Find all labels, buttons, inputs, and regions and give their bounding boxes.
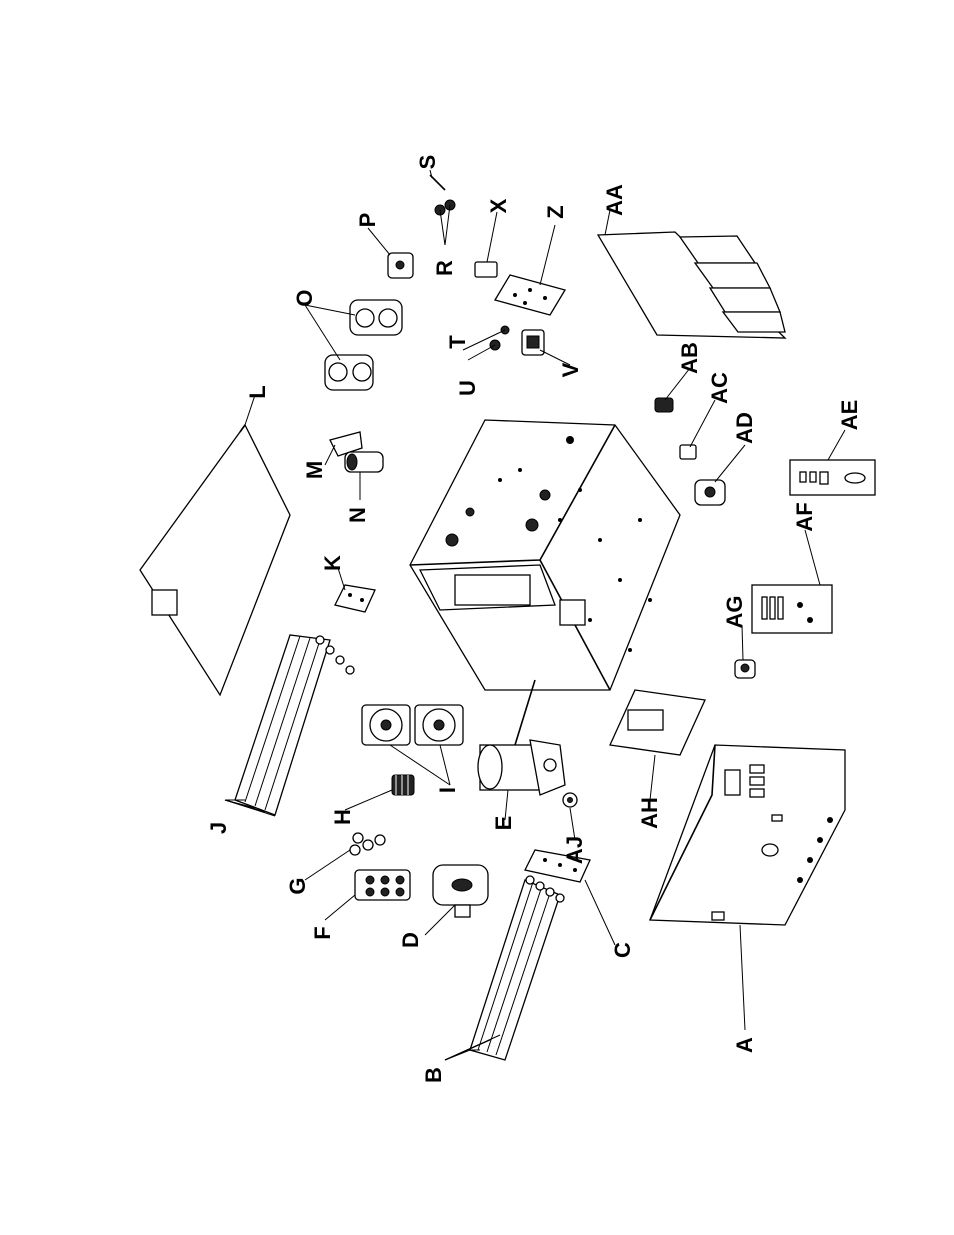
label-Z: Z (543, 205, 568, 218)
label-P: P (355, 213, 380, 228)
part-A-base-plate (650, 745, 845, 925)
label-K: K (320, 555, 345, 571)
label-A: A (732, 1037, 757, 1053)
label-G: G (285, 877, 310, 894)
part-AJ-fan-wheel (563, 793, 577, 807)
part-K-terminal-plate (335, 585, 375, 612)
label-AJ: AJ (562, 836, 587, 864)
label-L: L (245, 385, 270, 398)
label-AD: AD (732, 412, 757, 444)
part-G-fuses (350, 833, 385, 855)
part-D-bracket (433, 865, 488, 917)
label-F: F (310, 926, 335, 939)
label-AB: AB (677, 342, 702, 374)
part-J-heating-elements (235, 635, 354, 815)
label-T: T (445, 335, 470, 349)
part-AG-component (735, 660, 755, 678)
main-cabinet (410, 420, 680, 690)
part-L-top-panel (140, 425, 290, 695)
part-O-solenoid-valves (325, 300, 402, 390)
label-H: H (330, 809, 355, 825)
part-F-terminal-block (355, 870, 410, 900)
label-S: S (415, 155, 440, 170)
part-X-relay (475, 262, 497, 277)
label-AA: AA (602, 184, 627, 216)
label-AF: AF (792, 502, 817, 531)
label-C: C (610, 942, 635, 958)
label-AG: AG (722, 596, 747, 629)
label-M: M (302, 461, 327, 479)
label-B: B (421, 1067, 446, 1083)
part-AB-component (655, 398, 673, 412)
label-J: J (206, 822, 231, 834)
part-R-thermostats (435, 200, 455, 215)
part-E-motor (478, 680, 565, 795)
label-O: O (292, 289, 317, 306)
part-AC-component (680, 445, 696, 459)
part-AD-component (695, 480, 725, 505)
label-AC: AC (707, 372, 732, 404)
label-AE: AE (837, 400, 862, 431)
part-AA-louvred-panel (598, 232, 785, 338)
label-X: X (486, 198, 511, 213)
label-I: I (435, 787, 460, 793)
label-N: N (345, 507, 370, 523)
part-H-spring (392, 775, 414, 795)
part-AH-mounting-bracket (610, 690, 705, 755)
part-AE-front-panel (790, 460, 875, 495)
label-AH: AH (637, 797, 662, 829)
part-Z-control-board (495, 275, 565, 315)
part-I-fans (362, 705, 463, 745)
label-R: R (432, 260, 457, 276)
label-U: U (455, 380, 480, 396)
part-P-switch (388, 253, 413, 278)
label-D: D (398, 932, 423, 948)
part-AF-control-panel (752, 585, 832, 633)
part-V-transformer (522, 330, 544, 355)
label-E: E (491, 816, 516, 831)
label-V: V (558, 362, 583, 377)
part-N-relay (345, 452, 383, 472)
